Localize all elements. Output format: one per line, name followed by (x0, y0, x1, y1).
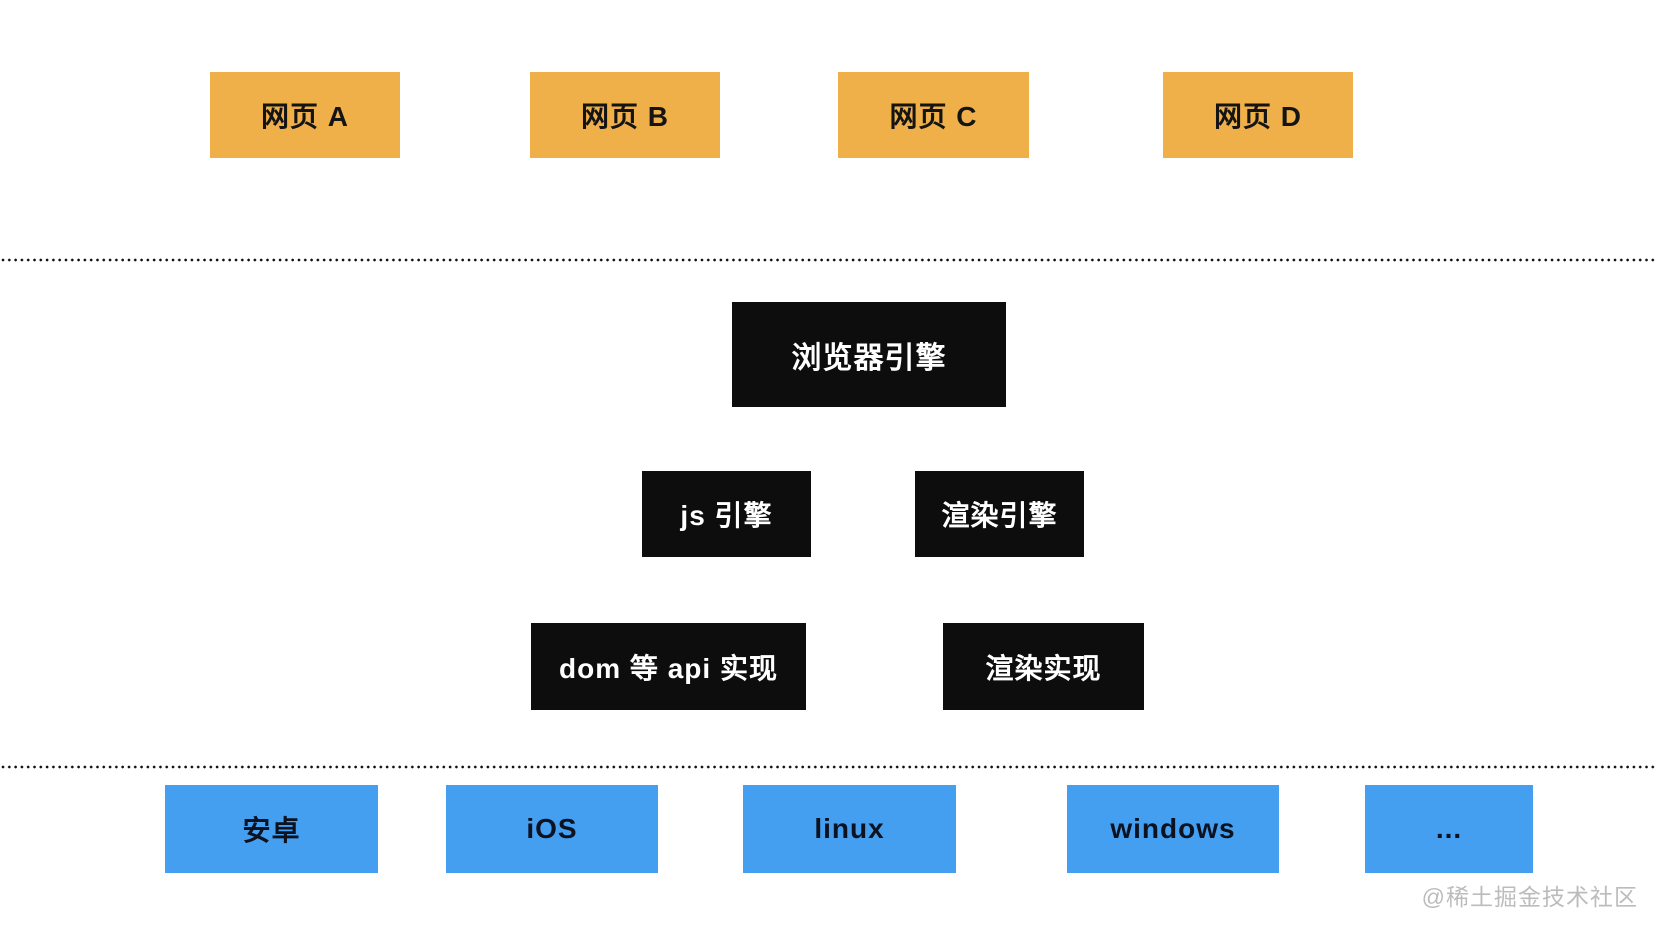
webpage-d-box: 网页 D (1163, 72, 1353, 158)
webpage-c-box: 网页 C (838, 72, 1029, 158)
dom-api-implementation-box: dom 等 api 实现 (531, 623, 806, 710)
webpage-b-box: 网页 B (530, 72, 720, 158)
platform-more-box: ... (1365, 785, 1533, 873)
platform-android-box: 安卓 (165, 785, 378, 873)
platform-ios-box: iOS (446, 785, 658, 873)
render-engine-box: 渲染引擎 (915, 471, 1084, 557)
separator-dotted-line-top (0, 258, 1656, 262)
webpage-a-box: 网页 A (210, 72, 400, 158)
watermark-text: @稀土掘金技术社区 (1421, 884, 1638, 910)
platform-windows-box: windows (1067, 785, 1279, 873)
browser-engine-box: 浏览器引擎 (732, 302, 1006, 407)
js-engine-box: js 引擎 (642, 471, 811, 557)
separator-dotted-line-bottom (0, 765, 1656, 769)
platform-linux-box: linux (743, 785, 956, 873)
render-implementation-box: 渲染实现 (943, 623, 1144, 710)
